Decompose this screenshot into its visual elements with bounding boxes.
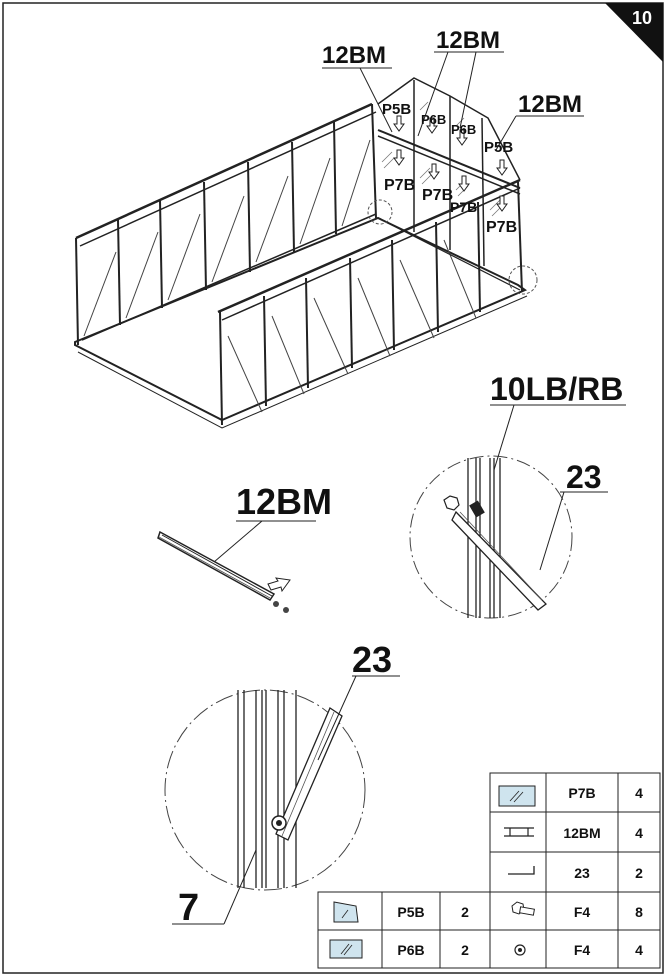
profile-bar-icon <box>504 827 534 837</box>
table-qty: 4 <box>635 825 643 841</box>
table-code: P6B <box>397 942 424 958</box>
label-p7b-3: P7B <box>450 199 477 215</box>
panel-icon <box>498 785 536 807</box>
label-p5b-right: P5B <box>484 139 513 156</box>
bolt-icon <box>273 601 289 613</box>
front-wall-uprights <box>219 181 523 426</box>
table-code: P7B <box>568 785 595 801</box>
label-p5b-left: P5B <box>382 101 411 118</box>
table-qty: 2 <box>635 865 643 881</box>
detail-marker-left <box>367 199 393 225</box>
detail-circle-bottom: 23 7 <box>164 639 400 929</box>
base-rail-lower <box>77 295 528 429</box>
label-p7b-1: P7B <box>384 177 415 194</box>
detail-bar-label: 12BM <box>236 481 332 522</box>
nut-icon <box>469 500 485 518</box>
bar-detail: 12BM <box>157 481 332 613</box>
gable-uprights <box>413 80 485 267</box>
panel-icon-p6b <box>329 939 363 959</box>
table-qty: 8 <box>635 904 643 920</box>
parts-table: P7B 4 12BM 4 23 2 F4 8 F4 4 P5B 2 P6B 2 <box>317 772 661 969</box>
label-p7b-2: P7B <box>422 187 453 204</box>
label-12bm-middle: 12BM <box>436 27 500 54</box>
label-p7b-4: P7B <box>486 219 517 236</box>
slide-in-arrow <box>267 577 291 593</box>
label-10lb-rb: 10LB/RB <box>490 371 623 407</box>
bolt-icon-table <box>511 901 535 916</box>
front-wall-top <box>217 178 521 314</box>
label-12bm-right: 12BM <box>518 91 582 118</box>
page-number-badge: 10 <box>605 3 663 62</box>
label-23-right: 23 <box>566 459 602 495</box>
back-wall-uprights <box>75 103 377 346</box>
angle-bracket-icon <box>508 866 535 875</box>
hex-bolt-icon <box>443 495 460 511</box>
triangle-panel-icon <box>333 901 359 923</box>
table-code: F4 <box>574 904 591 920</box>
table-code: 12BM <box>563 825 600 841</box>
label-23-bottom: 23 <box>352 639 392 680</box>
label-p6b-left: P6B <box>421 112 446 127</box>
label-7: 7 <box>178 887 199 929</box>
table-qty: 4 <box>635 942 643 958</box>
page-number: 10 <box>632 8 652 28</box>
aluminium-bar <box>157 530 276 601</box>
label-12bm-left: 12BM <box>322 42 386 69</box>
back-wall-braces <box>83 139 371 337</box>
detail-marker-right <box>508 265 538 295</box>
back-wall-top <box>75 102 373 240</box>
detail-circle-right: 10LB/RB 23 <box>409 371 626 619</box>
greenhouse-frame <box>74 77 538 429</box>
table-code: P5B <box>397 904 424 920</box>
label-p6b-right: P6B <box>451 122 476 137</box>
table-qty: 4 <box>635 785 643 801</box>
gable-crossbar-12bm <box>377 129 521 189</box>
base-rail <box>74 216 528 422</box>
table-qty: 2 <box>461 942 469 958</box>
top-leaders <box>322 51 584 151</box>
insert-arrows <box>393 115 508 212</box>
nut-icon-table <box>514 944 526 956</box>
table-code: 23 <box>574 865 590 881</box>
table-qty: 2 <box>461 904 469 920</box>
table-code: F4 <box>574 942 591 958</box>
front-wall-braces <box>227 239 477 413</box>
